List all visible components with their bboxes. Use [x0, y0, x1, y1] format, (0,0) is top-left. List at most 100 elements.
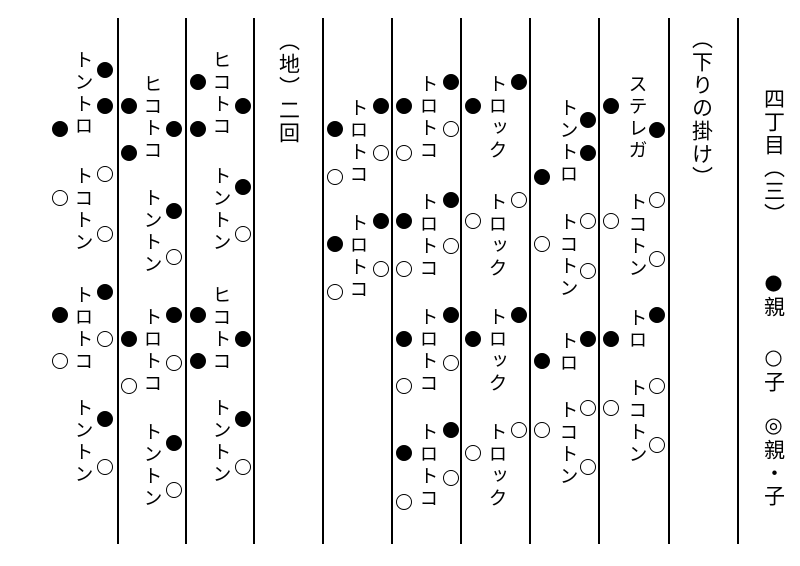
parent-dot [166, 307, 182, 323]
child-dot [511, 192, 527, 208]
notation-text: トロック [485, 192, 508, 280]
notation-text: トントン [71, 398, 94, 486]
child-dot [649, 378, 665, 394]
parent-dot [121, 145, 137, 161]
column-divider [117, 18, 119, 544]
parent-dot [235, 411, 251, 427]
child-dot [235, 459, 251, 475]
parent-dot [235, 179, 251, 195]
parent-dot [166, 203, 182, 219]
parent-dot [580, 331, 596, 347]
child-dot [396, 494, 412, 510]
column-divider [253, 18, 255, 544]
parent-dot [166, 435, 182, 451]
column-divider [529, 18, 531, 544]
notation-text: トロ [625, 308, 648, 352]
child-dot [235, 226, 251, 242]
child-dot [166, 482, 182, 498]
column-divider [322, 18, 324, 544]
parent-dot [235, 331, 251, 347]
notation-text: トコトン [556, 400, 579, 488]
notation-text: トコトン [556, 212, 579, 300]
parent-dot [443, 74, 459, 90]
parent-dot [166, 121, 182, 137]
child-dot [465, 213, 481, 229]
parent-dot [511, 74, 527, 90]
child-dot [580, 459, 596, 475]
parent-dot [396, 213, 412, 229]
notation-text: トコトン [71, 166, 94, 254]
notation-text: トロ [556, 331, 579, 375]
child-dot [649, 437, 665, 453]
child-dot [97, 166, 113, 182]
parent-dot [396, 98, 412, 114]
parent-dot [235, 98, 251, 114]
notation-text: ヒコトコ [140, 74, 163, 162]
notation-text: トロトコ [346, 213, 369, 301]
notation-text: トロック [485, 422, 508, 510]
notation-text: トントロ [71, 50, 94, 138]
child-dot [534, 422, 550, 438]
column-divider [185, 18, 187, 544]
child-dot [97, 331, 113, 347]
parent-dot [52, 121, 68, 137]
notation-text: トントン [209, 398, 232, 486]
child-dot [97, 226, 113, 242]
notation-text: トロック [485, 74, 508, 162]
parent-dot [190, 307, 206, 323]
column-divider [668, 18, 670, 544]
notation-text: トロトコ [71, 285, 94, 373]
child-dot [465, 445, 481, 461]
notation-text: トロトコ [416, 192, 439, 280]
parent-dot [190, 353, 206, 369]
parent-dot [97, 98, 113, 114]
column-divider [391, 18, 393, 544]
notation-text: トコトン [625, 192, 648, 280]
child-dot [649, 192, 665, 208]
child-dot [52, 353, 68, 369]
child-dot [603, 213, 619, 229]
parent-dot [396, 445, 412, 461]
parent-dot [580, 145, 596, 161]
parent-dot [534, 169, 550, 185]
parent-dot [373, 213, 389, 229]
notation-text: トロトコ [416, 74, 439, 162]
parent-dot [97, 62, 113, 78]
legend-both: ◎親・子 [761, 413, 786, 508]
notation-text: ステレガ [625, 74, 648, 162]
parent-dot [534, 353, 550, 369]
parent-dot [373, 98, 389, 114]
parent-dot [396, 331, 412, 347]
parent-dot [121, 98, 137, 114]
parent-dot [327, 121, 343, 137]
child-dot [580, 263, 596, 279]
column-divider [598, 18, 600, 544]
section-label-ji: （地）二回 [276, 30, 301, 145]
child-dot [396, 261, 412, 277]
parent-dot [97, 411, 113, 427]
child-dot [97, 459, 113, 475]
child-dot [443, 238, 459, 254]
parent-dot [603, 98, 619, 114]
parent-dot [443, 422, 459, 438]
parent-dot [603, 331, 619, 347]
notation-text: トントン [140, 188, 163, 276]
notation-text: ヒコトコ [209, 285, 232, 373]
parent-dot [97, 284, 113, 300]
page-title: 四丁目（三） [761, 88, 786, 226]
notation-text: トロック [485, 307, 508, 395]
child-dot [166, 249, 182, 265]
legend-parent: ●親 [761, 270, 786, 319]
child-dot [443, 355, 459, 371]
column-divider [460, 18, 462, 544]
child-dot [166, 355, 182, 371]
parent-dot [443, 192, 459, 208]
section-label-kudari: （下りの掛け） [689, 28, 714, 189]
parent-dot [190, 74, 206, 90]
notation-text: トントン [209, 166, 232, 254]
child-dot [52, 190, 68, 206]
child-dot [396, 145, 412, 161]
parent-dot [327, 236, 343, 252]
child-dot [327, 284, 343, 300]
